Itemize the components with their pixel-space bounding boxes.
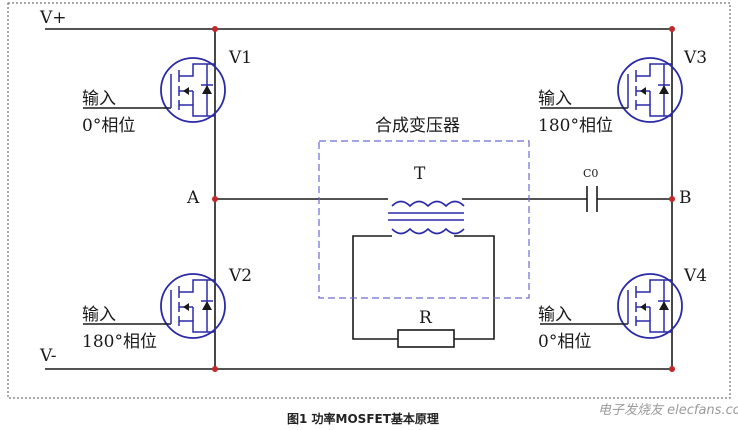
- transformer-dashed-box: [318, 140, 530, 299]
- label-v1: V1: [228, 48, 252, 68]
- label-v-minus: V-: [39, 346, 56, 366]
- resistor-r: [397, 329, 455, 348]
- input-v3-line1: 输入: [538, 89, 572, 109]
- input-v3-line2: 180°相位: [538, 116, 613, 136]
- input-v4-line2: 0°相位: [538, 332, 591, 352]
- label-node-a: A: [186, 188, 200, 208]
- label-resistor-r: R: [419, 308, 433, 328]
- label-v4: V4: [683, 266, 707, 286]
- label-capacitor-c0: C0: [583, 167, 598, 180]
- input-v1-line1: 输入: [82, 89, 116, 109]
- node-a: [212, 196, 218, 202]
- transformer-t: [388, 200, 465, 235]
- mosfet-v2: [83, 273, 226, 339]
- label-v2: V2: [228, 266, 252, 286]
- input-v2-line2: 180°相位: [82, 332, 157, 352]
- label-v-plus: V+: [39, 8, 67, 28]
- secondary-loop: [352, 235, 495, 348]
- node-top-left: [212, 26, 218, 32]
- input-v2-line1: 输入: [82, 305, 116, 325]
- watermark: 电子发烧友 elecfans.com: [598, 403, 738, 418]
- input-v4-line1: 输入: [538, 305, 572, 325]
- label-node-b: B: [679, 188, 692, 208]
- label-transformer-t: T: [414, 164, 426, 184]
- diagram-border: [7, 2, 731, 399]
- transformer-box-title: 合成变压器: [375, 116, 460, 136]
- mosfet-v3: [540, 57, 683, 123]
- mosfet-v1: [83, 57, 226, 123]
- node-bottom-right: [669, 366, 675, 372]
- node-bottom-left: [212, 366, 218, 372]
- node-top-right: [669, 26, 675, 32]
- label-v3: V3: [683, 48, 707, 68]
- capacitor-c0: [586, 186, 598, 212]
- figure-caption: 图1 功率MOSFET基本原理: [287, 411, 439, 426]
- mosfet-v4: [540, 273, 683, 339]
- node-b: [669, 196, 675, 202]
- input-v1-line2: 0°相位: [82, 116, 135, 136]
